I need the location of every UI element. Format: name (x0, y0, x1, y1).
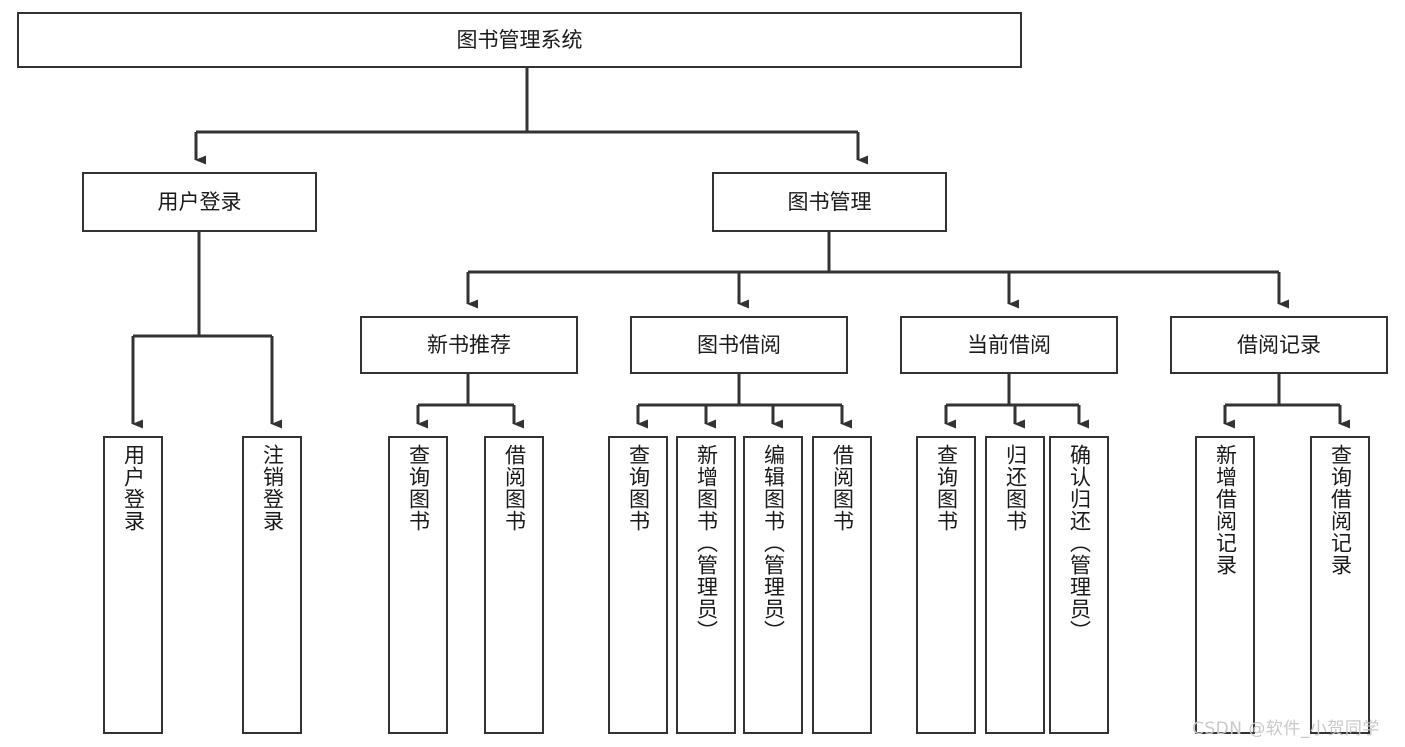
leaf-borrow-record-add-record[interactable]: 新增借阅记录 (1195, 436, 1255, 734)
leaf-current-borrow-query-book[interactable]: 查询图书 (916, 436, 976, 734)
node-label: 借阅记录 (1237, 332, 1321, 357)
node-label: 新书推荐 (427, 332, 511, 357)
node-label: 归还图书 (1003, 444, 1028, 532)
leaf-new-book-query-book[interactable]: 查询图书 (388, 436, 448, 734)
node-borrow-record[interactable]: 借阅记录 (1170, 316, 1388, 374)
node-label: 确认归还（管理员） (1067, 444, 1092, 642)
leaf-user-login-login[interactable]: 用户登录 (103, 436, 163, 734)
node-label: 图书管理 (787, 189, 872, 214)
node-label: 查询图书 (626, 444, 651, 532)
leaf-current-borrow-return-book[interactable]: 归还图书 (985, 436, 1045, 734)
node-current-borrow[interactable]: 当前借阅 (900, 316, 1118, 374)
node-label: 查询借阅记录 (1328, 444, 1353, 576)
csdn-watermark: CSDN @软件_小贺同学 (1192, 719, 1380, 739)
node-label: 查询图书 (934, 444, 959, 532)
node-label: 新增图书（管理员） (694, 444, 719, 642)
leaf-book-borrow-query-book[interactable]: 查询图书 (608, 436, 668, 734)
node-root-book-management-system[interactable]: 图书管理系统 (17, 12, 1022, 68)
leaf-current-borrow-confirm-return-admin[interactable]: 确认归还（管理员） (1049, 436, 1109, 734)
node-label: 借阅图书 (502, 444, 527, 532)
node-new-book-recommend[interactable]: 新书推荐 (360, 316, 578, 374)
leaf-user-login-logout[interactable]: 注销登录 (242, 436, 302, 734)
node-label: 借阅图书 (830, 444, 855, 532)
leaf-new-book-borrow-book[interactable]: 借阅图书 (484, 436, 544, 734)
node-label: 图书借阅 (697, 332, 781, 357)
leaf-book-borrow-add-book-admin[interactable]: 新增图书（管理员） (676, 436, 736, 734)
leaf-book-borrow-edit-book-admin[interactable]: 编辑图书（管理员） (743, 436, 803, 734)
node-label: 查询图书 (406, 444, 431, 532)
node-label: 图书管理系统 (456, 27, 583, 52)
node-label: 注销登录 (260, 444, 285, 532)
node-label: 用户登录 (121, 444, 146, 532)
node-book-management[interactable]: 图书管理 (712, 172, 947, 232)
node-label: 用户登录 (157, 189, 242, 214)
leaf-borrow-record-query-record[interactable]: 查询借阅记录 (1310, 436, 1370, 734)
leaf-book-borrow-borrow-book[interactable]: 借阅图书 (812, 436, 872, 734)
node-label: 编辑图书（管理员） (761, 444, 786, 642)
node-book-borrow[interactable]: 图书借阅 (630, 316, 848, 374)
node-user-login[interactable]: 用户登录 (82, 172, 317, 232)
node-label: 当前借阅 (967, 332, 1051, 357)
node-label: 新增借阅记录 (1213, 444, 1238, 576)
